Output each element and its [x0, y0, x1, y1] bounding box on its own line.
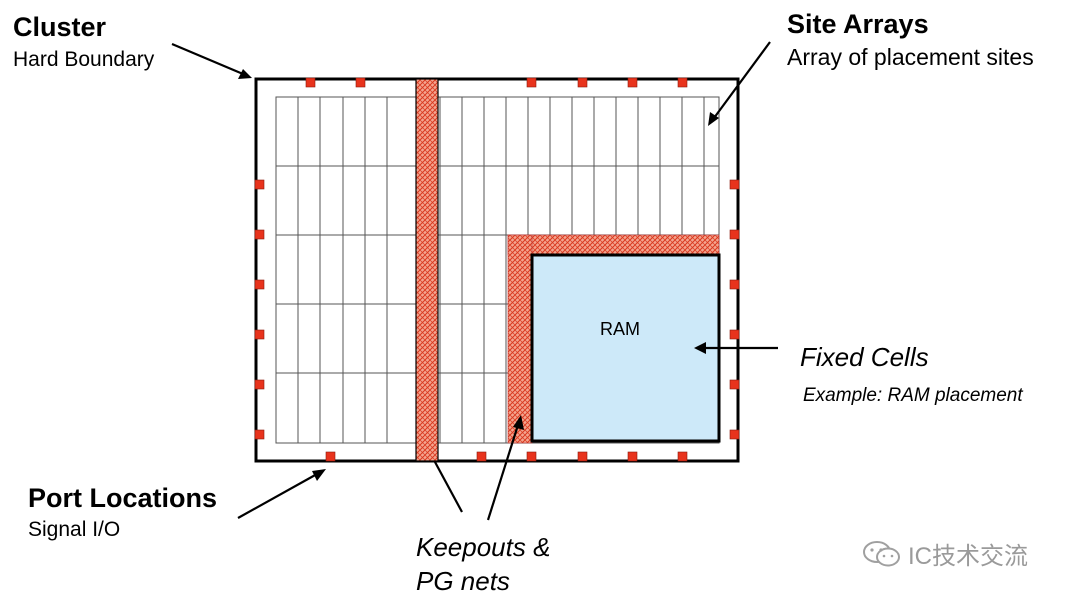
port-marker: [627, 77, 638, 88]
arrow-cluster: [171, 42, 252, 79]
port-marker: [254, 329, 265, 340]
watermark-text: IC技术交流: [908, 543, 1028, 570]
port-marker: [729, 279, 740, 290]
arrow-port-locations: [237, 469, 326, 519]
port-marker: [729, 179, 740, 190]
wechat-icon: [863, 540, 900, 566]
port-marker: [677, 451, 688, 462]
callout-arrows: [171, 41, 778, 521]
arrow-fixed-cells: [694, 342, 778, 354]
watermark: IC技术交流: [862, 536, 1028, 571]
keepouts-label-line2: PG nets: [416, 566, 510, 596]
port-marker: [729, 379, 740, 390]
port-marker: [305, 77, 316, 88]
fixed-cells-subtitle: Example: RAM placement: [803, 385, 1023, 406]
port-marker: [677, 77, 688, 88]
ram-keepout: [507, 234, 720, 444]
port-marker: [577, 77, 588, 88]
port-marker: [526, 451, 537, 462]
port-marker: [254, 429, 265, 440]
arrow-keepouts-ram: [486, 415, 524, 521]
port-marker: [325, 451, 336, 462]
ram-block: [530, 253, 721, 443]
port-marker: [254, 179, 265, 190]
site-arrays-title: Site Arrays: [787, 9, 929, 39]
port-marker: [476, 451, 487, 462]
cluster-title: Cluster: [13, 12, 107, 42]
site-array-grid: [275, 96, 720, 444]
pg-net-stripe: [415, 78, 439, 462]
port-marker: [729, 429, 740, 440]
fixed-cells-title: Fixed Cells: [800, 342, 929, 372]
port-marker: [627, 451, 638, 462]
port-locations-title: Port Locations: [28, 483, 218, 513]
arrow-keepouts-stripe: [434, 461, 463, 513]
keepouts-label-line1: Keepouts &: [416, 532, 551, 562]
port-locations: [254, 77, 740, 462]
ram-label: RAM: [600, 319, 640, 339]
port-marker: [254, 229, 265, 240]
port-marker: [254, 279, 265, 290]
port-marker: [577, 451, 588, 462]
port-marker: [526, 77, 537, 88]
port-marker: [729, 229, 740, 240]
arrow-site-arrays: [708, 41, 771, 126]
site-arrays-subtitle: Array of placement sites: [787, 44, 1034, 70]
port-marker: [729, 329, 740, 340]
port-marker: [355, 77, 366, 88]
port-locations-subtitle: Signal I/O: [28, 518, 121, 541]
cluster-subtitle: Hard Boundary: [13, 48, 155, 71]
port-marker: [254, 379, 265, 390]
